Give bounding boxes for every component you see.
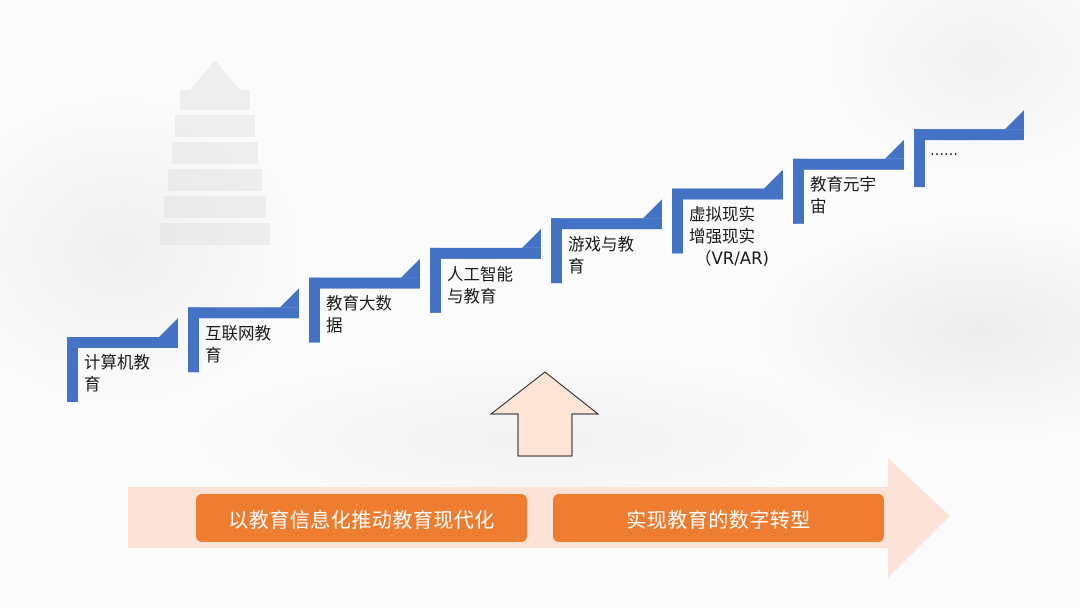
step-text-line: 增强现实 bbox=[689, 227, 755, 246]
step-label-vr-ar: 虚拟现实 增强现实 （VR/AR) bbox=[689, 204, 775, 270]
step-top-bar bbox=[309, 277, 420, 289]
step-label-education-big-data: 教育大数 据 bbox=[326, 293, 392, 337]
step-label-internet-education: 互联网教 育 bbox=[205, 323, 271, 367]
step-text-line: 游戏与教 bbox=[568, 235, 634, 254]
step-text-line: 与教育 bbox=[447, 287, 497, 306]
step-side-bar bbox=[67, 337, 78, 402]
step-side-bar bbox=[551, 218, 562, 284]
pill-digital-transformation: 实现教育的数字转型 bbox=[553, 494, 884, 542]
step-corner-triangle bbox=[1005, 110, 1024, 130]
step-corner-triangle bbox=[643, 199, 662, 219]
right-arrow-icon bbox=[128, 458, 950, 578]
step-label-ai-education: 人工智能 与教育 bbox=[447, 264, 513, 308]
step-top-bar bbox=[188, 307, 299, 319]
step-top-bar bbox=[67, 337, 178, 348]
step-top-bar bbox=[551, 218, 662, 230]
up-arrow-icon bbox=[489, 371, 600, 457]
step-text-line: 互联网教 bbox=[205, 324, 271, 343]
step-corner-triangle bbox=[522, 228, 541, 248]
step-text-line: 计算机教 bbox=[84, 353, 150, 372]
step-corner-triangle bbox=[280, 288, 299, 308]
pagoda-watermark bbox=[160, 60, 270, 245]
step-side-bar bbox=[914, 129, 925, 188]
step-corner-triangle bbox=[159, 318, 178, 337]
step-side-bar bbox=[188, 307, 199, 373]
step-top-bar bbox=[914, 129, 1024, 141]
step-text-line: 育 bbox=[205, 346, 222, 365]
step-side-bar bbox=[430, 247, 441, 313]
step-text-line: 据 bbox=[326, 316, 343, 335]
step-text-line: 育 bbox=[568, 257, 585, 276]
step-top-bar bbox=[793, 158, 904, 170]
step-top-bar bbox=[672, 188, 783, 200]
step-text-line: 宙 bbox=[810, 197, 827, 216]
step-corner-triangle bbox=[401, 258, 420, 278]
step-label-game-education: 游戏与教 育 bbox=[568, 234, 634, 278]
step-text-line: 教育大数 bbox=[326, 294, 392, 313]
pill-modernization-label: 以教育信息化推动教育现代化 bbox=[228, 507, 495, 532]
step-text-line: 人工智能 bbox=[447, 265, 513, 284]
pill-modernization: 以教育信息化推动教育现代化 bbox=[196, 494, 527, 542]
step-text-line: …… bbox=[930, 143, 958, 159]
step-text-line: 育 bbox=[84, 375, 101, 394]
step-text-line: 虚拟现实 bbox=[689, 205, 755, 224]
step-label-ellipsis: …… bbox=[930, 140, 958, 162]
steps-group bbox=[67, 110, 1024, 402]
pill-digital-transformation-label: 实现教育的数字转型 bbox=[626, 507, 811, 532]
step-side-bar bbox=[672, 188, 683, 254]
step-label-edu-metaverse: 教育元宇 宙 bbox=[810, 174, 876, 218]
step-corner-triangle bbox=[885, 139, 904, 159]
step-side-bar bbox=[309, 277, 320, 343]
step-label-computer-education: 计算机教 育 bbox=[84, 352, 150, 396]
step-text-line: 教育元宇 bbox=[810, 175, 876, 194]
step-corner-triangle bbox=[764, 169, 783, 189]
step-side-bar bbox=[793, 158, 804, 224]
step-top-bar bbox=[430, 247, 541, 259]
step-text-line: （VR/AR) bbox=[694, 249, 769, 268]
